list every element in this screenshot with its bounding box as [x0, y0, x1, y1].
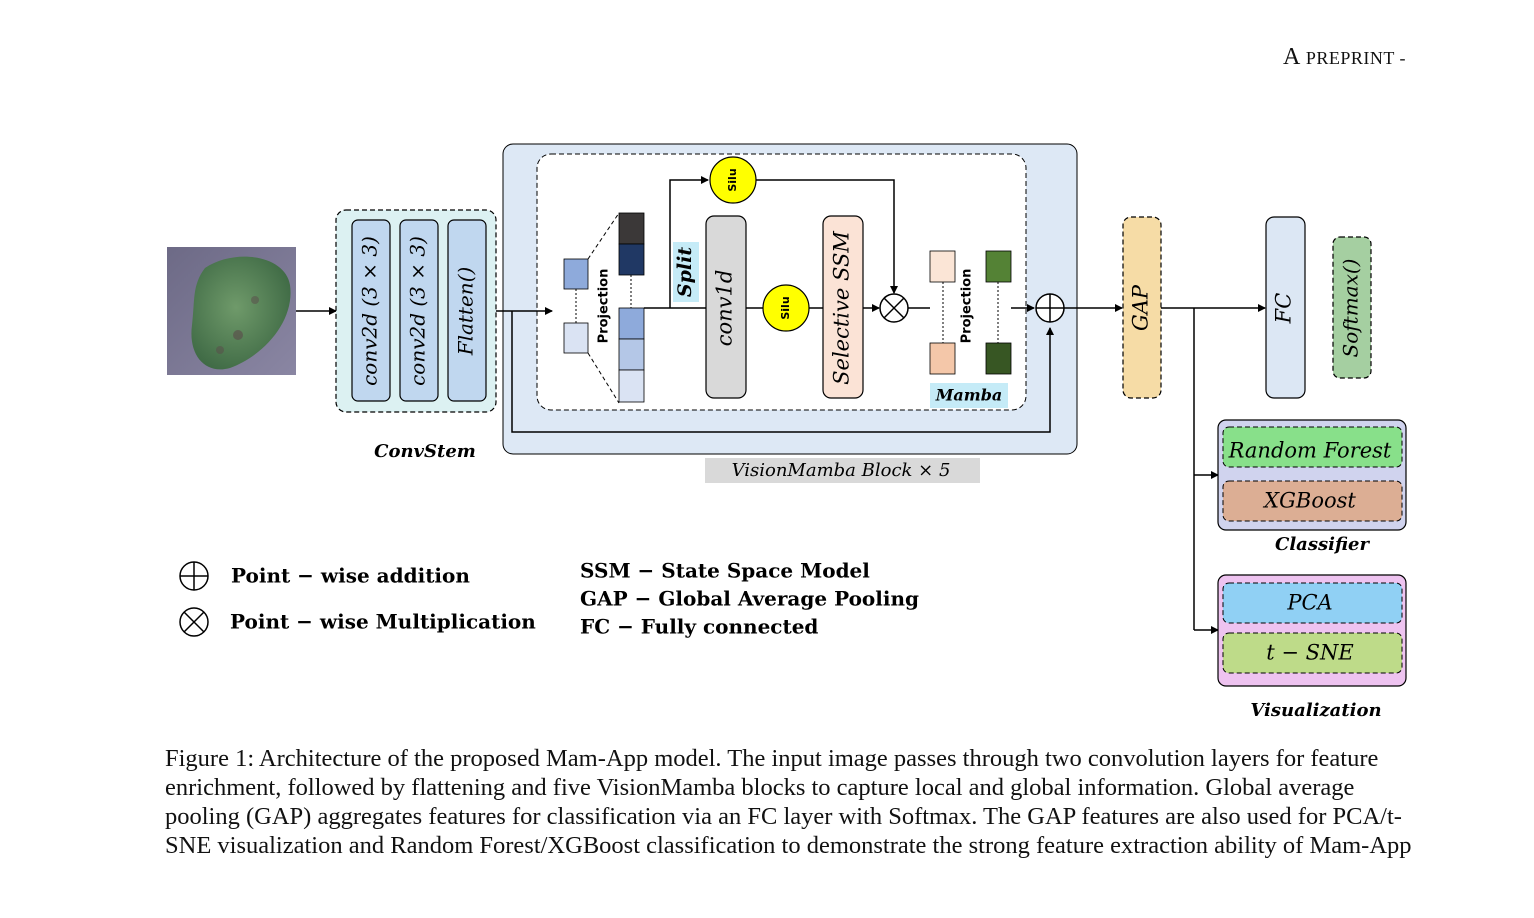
mamba-output-tokens [929, 250, 1012, 375]
fc-label: FC [1272, 293, 1296, 325]
conv1d-box [705, 215, 747, 399]
xgboost-box [1222, 480, 1403, 522]
residual-connection [511, 311, 1054, 433]
legend-fc-label: FC − Fully connected [580, 615, 818, 639]
selective-ssm-box [822, 215, 864, 399]
xgboost-label: XGBoost [1262, 489, 1356, 513]
legend-ssm-label: SSM − State Space Model [580, 559, 870, 583]
tsne-box [1222, 632, 1403, 674]
pca-label: PCA [1286, 591, 1332, 615]
visionmamba-block-label: VisionMamba Block × 5 [732, 460, 951, 481]
convstem-conv2d-1-box [351, 219, 391, 402]
conv1d-label: conv1d [713, 270, 737, 347]
legend-multiplication-label: Point − wise Multiplication [230, 610, 536, 634]
classifier-label: Classifier [1275, 534, 1370, 555]
selective-ssm-label: Selective SSM [830, 231, 854, 385]
split-label: Split [674, 247, 696, 297]
legend-gap-label: GAP − Global Average Pooling [580, 587, 919, 611]
convstem-flatten-box [447, 219, 487, 402]
convstem-label: ConvStem [374, 441, 476, 462]
pca-box [1222, 582, 1403, 624]
random-forest-label: Random Forest [1228, 439, 1392, 463]
preprint-header-initial: A [1282, 44, 1301, 70]
projected-tokens [618, 212, 645, 403]
softmax-box [1332, 236, 1372, 379]
projection-in-label: Projection [597, 269, 612, 344]
convstem-conv2d-1-label: conv2d (3 × 3) [358, 236, 382, 386]
silu-top-label: Silu [726, 168, 739, 191]
legend-times-icon [179, 607, 209, 637]
visualization-label: Visualization [1250, 700, 1381, 721]
input-tokens [563, 258, 589, 354]
gap-label: GAP [1129, 284, 1153, 331]
legend-addition-label: Point − wise addition [231, 564, 470, 588]
silu-mid-label: Silu [779, 296, 792, 319]
add-operator [1035, 293, 1065, 323]
mamba-label: Mamba [935, 386, 1003, 405]
split-label-bg [673, 242, 699, 302]
multiply-operator [879, 293, 909, 323]
fc-box [1265, 216, 1306, 399]
arrow-silu-top-to-multiply [756, 179, 898, 294]
figure-caption: Figure 1: Architecture of the proposed M… [165, 745, 1412, 859]
convstem-conv2d-2-box [399, 219, 439, 402]
input-leaf-image [167, 247, 296, 375]
mamba-inner-container [536, 153, 1027, 411]
preprint-header-rest: preprint - [1300, 48, 1406, 68]
visionmamba-block-label-bg [705, 458, 980, 483]
arrow-split-to-silu-top [669, 176, 709, 308]
projection-out-label: Projection [960, 269, 975, 344]
softmax-label: Softmax() [1339, 259, 1363, 358]
mamba-label-bg [930, 383, 1008, 408]
tsne-label: t − SNE [1266, 641, 1353, 665]
preprint-header: A preprint - [1283, 44, 1406, 71]
random-forest-box [1222, 426, 1403, 468]
projection-in-fan [587, 212, 620, 404]
convstem-flatten-label: Flatten() [454, 267, 478, 357]
legend-plus-icon [179, 561, 209, 591]
convstem-conv2d-2-label: conv2d (3 × 3) [406, 236, 430, 386]
